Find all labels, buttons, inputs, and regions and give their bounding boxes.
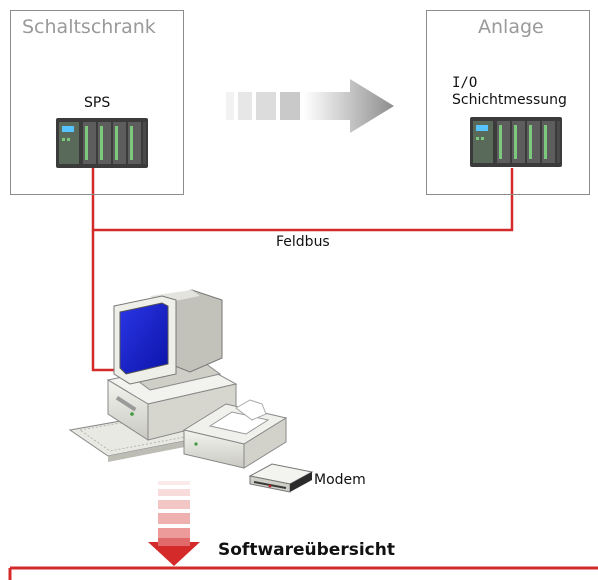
- io-label-line2: Schichtmessung: [452, 92, 567, 108]
- modem-label: Modem: [314, 472, 366, 488]
- plant-box: [426, 10, 590, 195]
- plc-module-icon: [470, 117, 562, 167]
- arrow-down-icon: [148, 481, 200, 566]
- fieldbus-label: Feldbus: [276, 234, 330, 250]
- computer-icon: [68, 289, 288, 469]
- io-label-line1: I/O: [452, 75, 478, 91]
- arrow-right-icon: [226, 79, 394, 133]
- cabinet-box: [10, 10, 184, 195]
- plant-title: Anlage: [478, 16, 544, 38]
- section-title: Softwareübersicht: [218, 540, 395, 560]
- cabinet-title: Schaltschrank: [22, 16, 156, 38]
- plc-module-icon: [56, 118, 148, 168]
- modem-icon: [248, 463, 314, 493]
- plc-label: SPS: [84, 95, 111, 111]
